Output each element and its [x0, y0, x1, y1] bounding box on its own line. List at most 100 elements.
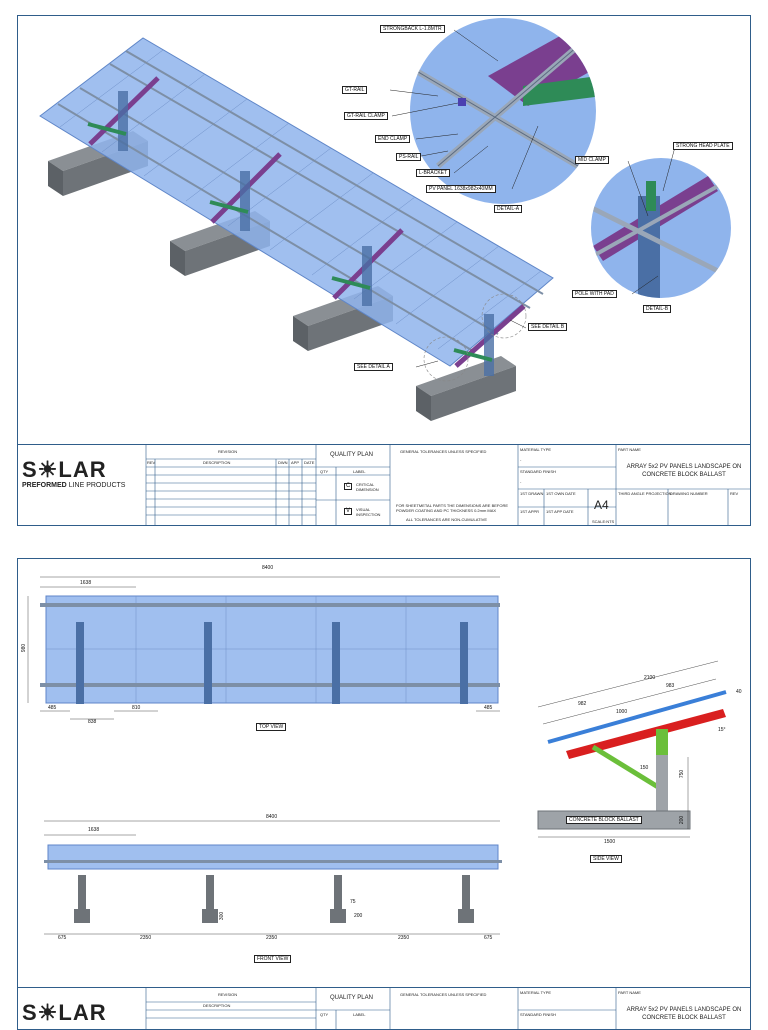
tb-third-angle: THIRD ANGLE PROJECTION — [618, 491, 672, 496]
tb-all-tolerances: ALL TOLERANCES ARE NON-CUMULATIVE — [406, 517, 487, 522]
tv-dim-left: 485 — [48, 705, 57, 711]
fv-dim-panel: 1638 — [88, 827, 100, 833]
logo-solar-2: S☀LAR — [22, 1000, 107, 1025]
fv-dim-75: 75 — [350, 899, 356, 905]
sv-dim-1500: 1500 — [604, 839, 616, 845]
fv-span-2: 2350 — [140, 935, 152, 941]
tb-part-name-label: PART NAME — [618, 447, 641, 452]
tb-app: APP — [291, 460, 300, 465]
logo-subtitle: PREFORMED LINE PRODUCTS — [22, 481, 148, 490]
top-view — [27, 576, 500, 720]
title-block-2: S☀LAR REVISION DESCRIPTION QUALITY PLAN … — [18, 987, 750, 1029]
callout-gt-rail-clamp: GT-RAIL CLAMP — [344, 112, 388, 120]
callout-ps-rail: PS-RAIL — [396, 153, 422, 161]
tb-description: DESCRIPTION — [203, 460, 231, 465]
tb-qty: QTY — [320, 469, 329, 474]
pv-panel-array — [39, 37, 554, 367]
callout-mid-clamp: MID CLAMP — [575, 156, 609, 164]
tb2-material-type: MATERIAL TYPE — [520, 990, 552, 995]
tb-critical-symbol: C — [344, 483, 353, 490]
tb-date: DATE — [304, 460, 315, 465]
fv-span-3: 2350 — [266, 935, 278, 941]
tb-label: LABEL — [353, 469, 366, 474]
tb-first-appr: 1ST APPR — [520, 509, 540, 514]
drawing-sheet-orthographic: 8400 1638 980 485 838 810 485 TOP VIEW 8… — [17, 558, 751, 1030]
title-block-2-grid — [145, 988, 617, 1029]
callout-detail-b: DETAIL-B — [643, 305, 672, 313]
tb-revision: REVISION — [218, 449, 238, 454]
tb2-qty: QTY — [320, 1012, 329, 1017]
tb2-label: LABEL — [353, 1012, 366, 1017]
title-block-grid — [145, 445, 750, 525]
tb-finish-value: - — [520, 479, 522, 484]
tb-standard-finish: STANDARD FINISH — [520, 469, 556, 474]
front-view — [44, 820, 502, 935]
tb-metal-note: FOR SHEETMETAL PARTS THE DIMENSIONS ARE … — [396, 503, 509, 513]
tb-critical-dim: CRITICAL DIMENSION — [356, 482, 379, 492]
mounting-structures — [87, 76, 526, 376]
tb2-part-name: ARRAY 5x2 PV PANELS LANDSCAPE ON CONCRET… — [626, 1007, 742, 1021]
tb-first-own-date: 1ST OWN DATE — [546, 491, 576, 496]
fv-span-4: 2350 — [398, 935, 410, 941]
sv-dim-983: 983 — [666, 683, 675, 689]
callout-pv-panel: PV PANEL 1638x982x40MM — [426, 185, 496, 193]
company-logo: S☀LAR PREFORMED LINE PRODUCTS — [22, 459, 148, 490]
tb-rev: REV — [147, 460, 156, 465]
isometric-view — [39, 18, 731, 421]
tb2-general-tolerances: GENERAL TOLERANCES UNLESS SPECIFIED — [400, 992, 487, 997]
callout-detail-a: DETAIL-A — [494, 205, 523, 213]
tb-dwn: DWN — [278, 460, 288, 465]
tv-dim-right: 485 — [484, 705, 493, 711]
callout-l-bracket: L-BRACKET — [416, 169, 451, 177]
side-view-label: SIDE VIEW — [590, 855, 622, 863]
title-block: S☀LAR PREFORMED LINE PRODUCTS REVISION R… — [18, 444, 750, 525]
tb-scale: SCALE:NTS — [592, 519, 615, 524]
detail-b-view — [591, 158, 731, 298]
tb-material-value: - — [520, 457, 522, 462]
sv-dim-40: 40 — [736, 689, 742, 695]
sv-dim-200: 200 — [679, 815, 686, 825]
tb-first-drawn: 1ST DRAWN — [520, 491, 544, 496]
callout-strong-head-plate: STRONG HEAD PLATE — [673, 142, 733, 150]
tv-dim-838: 838 — [88, 719, 97, 725]
fv-dim-300: 300 — [219, 911, 226, 921]
sv-dim-15: 15° — [718, 727, 726, 733]
tb-quality-plan: QUALITY PLAN — [330, 452, 373, 458]
drawing-sheet-isometric: STRONGBACK L-1.8MTR GT-RAIL GT-RAIL CLAM… — [17, 15, 751, 526]
callout-see-detail-b: SEE DETAIL B — [528, 323, 568, 331]
tb-part-name: ARRAY 5x2 PV PANELS LANDSCAPE ON CONCRET… — [626, 464, 742, 478]
tv-dim-height: 980 — [21, 643, 28, 653]
callout-strongback: STRONGBACK L-1.8MTR — [380, 25, 445, 33]
callout-gt-rail: GT-RAIL — [342, 86, 368, 94]
top-view-label: TOP VIEW — [256, 723, 287, 731]
tb2-standard-finish: STANDARD FINISH — [520, 1012, 556, 1017]
tb2-quality-plan: QUALITY PLAN — [330, 995, 373, 1001]
sv-dim-1000: 1000 — [616, 709, 628, 715]
tb2-revision: REVISION — [218, 992, 238, 997]
front-view-label: FRONT VIEW — [254, 955, 292, 963]
callout-end-clamp: END CLAMP — [375, 135, 411, 143]
side-view — [537, 660, 727, 838]
tb-drawing-number: DRAWING NUMBER — [670, 491, 708, 496]
tb-rev2: REV — [730, 491, 739, 496]
callout-see-detail-a: SEE DETAIL A — [354, 363, 393, 371]
tb-first-app-date: 1ST APP DATE — [546, 509, 574, 514]
sv-dim-982: 982 — [578, 701, 587, 707]
logo-bold: PREFORMED — [22, 482, 67, 489]
sv-dim-150: 150 — [640, 765, 649, 771]
sv-dim-750: 750 — [679, 769, 686, 779]
tb-general-tolerances: GENERAL TOLERANCES UNLESS SPECIFIED — [400, 449, 487, 454]
fv-span-1: 675 — [58, 935, 67, 941]
ballast-label: CONCRETE BLOCK BALLAST — [566, 816, 642, 824]
callout-pole-with-pad: POLE WITH PAD — [572, 290, 617, 298]
tv-dim-total: 8400 — [262, 565, 274, 571]
fv-span-5: 675 — [484, 935, 493, 941]
sv-dim-2100: 2100 — [644, 675, 656, 681]
orthographic-views — [27, 576, 727, 935]
tb-visual-symbol: V — [344, 508, 353, 515]
logo-sub-text: LINE PRODUCTS — [68, 482, 126, 489]
fv-dim-200: 200 — [354, 913, 363, 919]
tb-sheet-size: A4 — [594, 498, 609, 512]
company-logo-2: S☀LAR — [22, 1002, 148, 1024]
tb-visual-inspection: VISUAL INSPECTION — [356, 507, 381, 517]
